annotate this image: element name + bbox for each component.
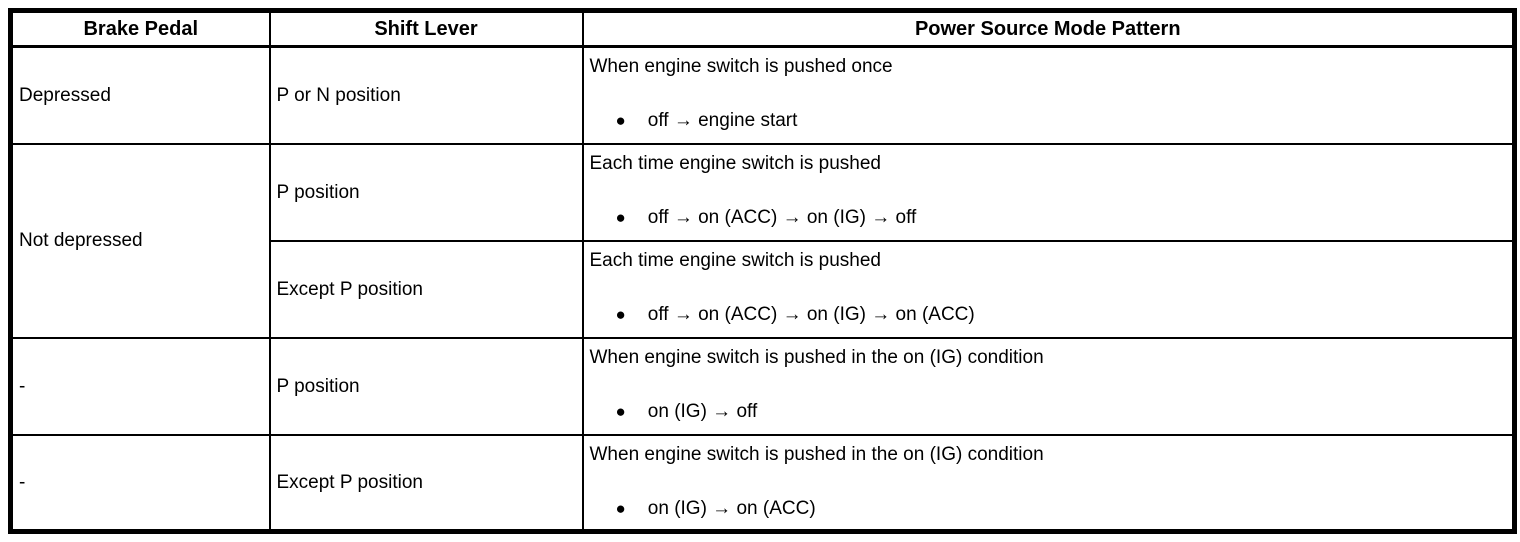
- pattern-cell: When engine switch is pushed in the on (…: [581, 336, 1516, 436]
- table-row: - P position When engine switch is pushe…: [9, 336, 1516, 436]
- pattern-line: ● on (IG) → off: [585, 400, 1513, 423]
- pattern-text: on (IG) → off: [647, 400, 758, 422]
- pattern-text: off → engine start: [647, 110, 798, 131]
- pattern-cell: Each time engine switch is pushed ● off …: [581, 239, 1516, 339]
- condition-text: Each time engine switch is pushed: [589, 152, 882, 174]
- bullet-icon: ●: [615, 111, 626, 130]
- bullet-icon: ●: [615, 207, 626, 227]
- pattern-line: ● off → on (ACC) → on (IG) → off: [585, 206, 1513, 229]
- pattern-text: off → on (ACC) → on (IG) → off: [647, 206, 917, 228]
- pattern-text: on (IG) → on (ACC): [647, 497, 816, 519]
- condition-text: When engine switch is pushed in the on (…: [589, 346, 1044, 368]
- pattern-cell: When engine switch is pushed in the on (…: [581, 433, 1516, 533]
- table-row: Except P position Each time engine switc…: [11, 239, 1516, 339]
- shift-lever-cell: Except P position: [268, 239, 584, 339]
- condition-text: When engine switch is pushed in the on (…: [589, 443, 1044, 465]
- brake-pedal-cell: -: [9, 336, 271, 436]
- column-header-brake-pedal: Brake Pedal: [9, 9, 271, 48]
- brake-pedal-cell: -: [9, 433, 271, 533]
- brake-pedal-cell: Not depressed: [9, 142, 271, 339]
- shift-lever-cell: P position: [268, 336, 584, 436]
- condition-text: When engine switch is pushed once: [589, 56, 893, 77]
- brake-pedal-cell: Depressed: [9, 45, 271, 145]
- column-header-shift-lever: Shift Lever: [268, 9, 584, 48]
- bullet-icon: ●: [615, 498, 626, 518]
- table-row: Not depressed P position Each time engin…: [9, 142, 1516, 339]
- pattern-line: ● on (IG) → on (ACC): [585, 497, 1513, 520]
- shift-lever-cell: P or N position: [268, 45, 584, 145]
- shift-lever-cell: Except P position: [268, 433, 584, 533]
- pattern-line: ● off → on (ACC) → on (IG) → on (ACC): [585, 303, 1513, 326]
- pattern-line: ● off → engine start: [585, 109, 1513, 132]
- table-row: Depressed P or N position When engine sw…: [9, 45, 1516, 145]
- bullet-icon: ●: [615, 401, 626, 421]
- pattern-text: off → on (ACC) → on (IG) → on (ACC): [647, 303, 975, 325]
- power-source-mode-table: Brake Pedal Shift Lever Power Source Mod…: [8, 8, 1517, 534]
- condition-text: Each time engine switch is pushed: [589, 249, 882, 271]
- table-row: - Except P position When engine switch i…: [9, 433, 1516, 533]
- pattern-cell: Each time engine switch is pushed ● off …: [581, 142, 1516, 242]
- bullet-icon: ●: [615, 304, 626, 324]
- shift-lever-cell: P position: [268, 142, 584, 242]
- column-header-power-source-mode-pattern: Power Source Mode Pattern: [581, 9, 1516, 48]
- header-row: Brake Pedal Shift Lever Power Source Mod…: [9, 9, 1516, 48]
- pattern-cell: When engine switch is pushed once ● off …: [581, 45, 1516, 145]
